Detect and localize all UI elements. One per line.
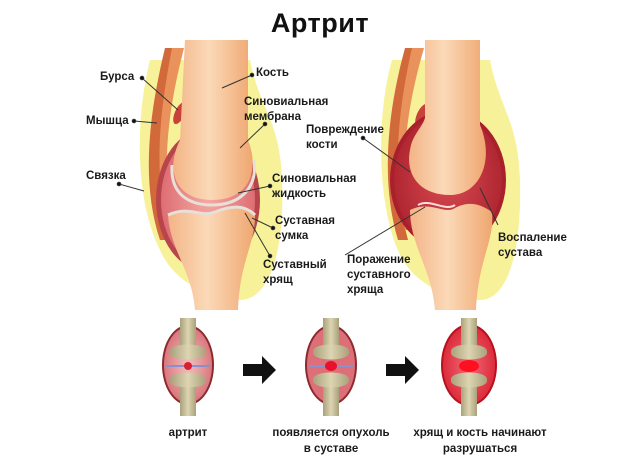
label-ligament: Связка — [86, 170, 126, 182]
label-joint-capsule: Суставная сумка — [275, 215, 335, 242]
stage-3-joint — [441, 318, 497, 416]
healthy-leader-lines — [116, 72, 276, 259]
label-cartilage-damage: Поражение суставного хряща — [347, 254, 411, 296]
label-bone: Кость — [256, 67, 289, 79]
stage-2-joint — [305, 318, 357, 416]
arthritic-leader-lines — [344, 135, 499, 256]
label-synovial-membrane: Синовиальная мембрана — [244, 96, 329, 123]
stage-3-caption: хрящ и кость начинают разрушаться — [413, 427, 547, 455]
arrow-icon — [386, 356, 419, 384]
arrow-icon — [243, 356, 276, 384]
stage-1-caption: артрит — [168, 427, 208, 439]
stage-2-caption: появляется опухоль в суставе — [272, 427, 390, 455]
arthritic-knee-illustration — [381, 40, 521, 310]
label-cartilage: Суставный хрящ — [263, 259, 327, 286]
healthy-knee-illustration — [139, 40, 283, 310]
label-joint-inflammation: Воспаление сустава — [498, 232, 567, 259]
label-synovial-fluid: Синовиальная жидкость — [272, 173, 357, 200]
label-muscle: Мышца — [86, 115, 129, 127]
label-bone-damage: Повреждение кости — [306, 124, 384, 151]
stage-1-joint — [162, 318, 214, 416]
label-bursa: Бурса — [100, 71, 135, 83]
diagram-title: Артрит — [270, 8, 370, 38]
